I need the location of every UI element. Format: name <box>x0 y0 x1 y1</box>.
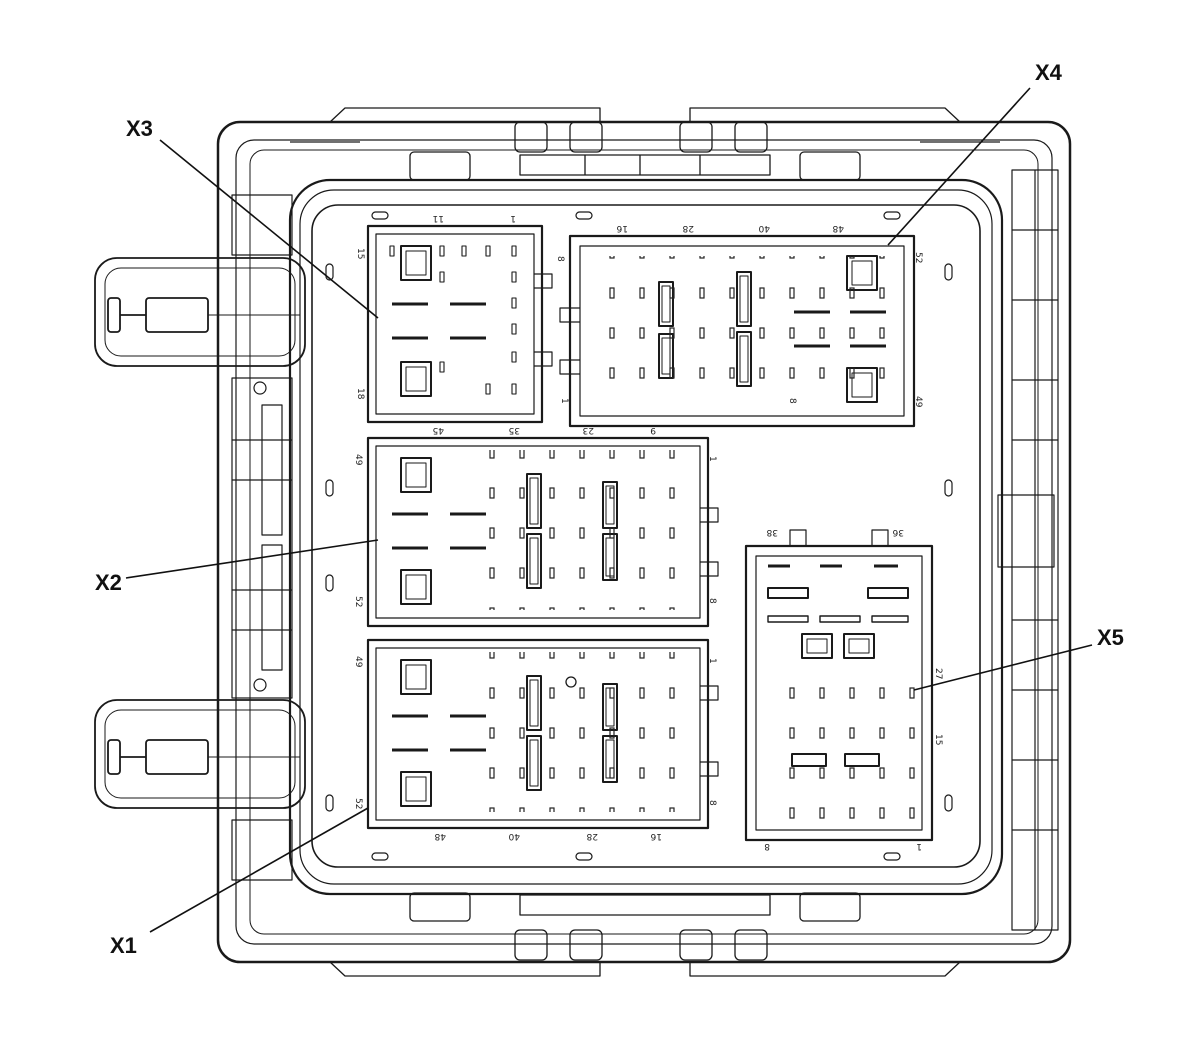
x2-pin-49: 49 <box>353 454 363 466</box>
pin-number-labels: 11 1 15 18 8 16 28 40 48 52 49 1 8 45 35… <box>353 213 943 851</box>
connector-x3 <box>366 224 553 424</box>
x2-pin-8: 8 <box>707 598 717 604</box>
x4-pin-40: 40 <box>758 223 770 233</box>
x3-pin-11: 11 <box>433 213 444 223</box>
callout-x2: X2 <box>95 570 122 595</box>
x4-pin-16: 16 <box>616 223 628 233</box>
tray-latch-slots <box>325 211 953 861</box>
connector-x2 <box>366 436 719 628</box>
x2-pin-52: 52 <box>353 596 363 607</box>
x1-pin-16: 16 <box>650 831 662 841</box>
x4-pin-52: 52 <box>913 252 923 263</box>
x1-pin-40: 40 <box>508 831 520 841</box>
x4-pin-49: 49 <box>913 396 923 408</box>
x1-pin-28: 28 <box>586 831 598 841</box>
x2-pin-1: 1 <box>707 456 717 462</box>
x3-pin-15: 15 <box>355 248 365 259</box>
x5-pin-38: 38 <box>766 527 778 537</box>
x1-pin-8: 8 <box>707 800 717 806</box>
callout-x4: X4 <box>1035 60 1062 85</box>
connector-x5 <box>744 529 934 842</box>
x2-pin-45: 45 <box>433 425 444 435</box>
callout-leader-lines <box>125 87 1093 933</box>
x2-pin-23: 23 <box>583 425 594 435</box>
x3-pin-18: 18 <box>355 388 365 400</box>
x1-pin-1: 1 <box>707 658 717 664</box>
housing-outer-frame <box>216 120 1072 964</box>
right-side-ribs <box>997 169 1059 931</box>
x3-pin-8: 8 <box>555 256 565 262</box>
callout-x1: X1 <box>110 933 137 958</box>
x1-pin-48: 48 <box>434 831 446 841</box>
connector-x1 <box>366 638 719 830</box>
x5-pin-27: 27 <box>933 668 943 679</box>
callout-x3: X3 <box>126 116 153 141</box>
x4-pin-28: 28 <box>682 223 694 233</box>
left-mounting-bracket-top <box>94 257 306 367</box>
x4-pin-8: 8 <box>787 398 797 404</box>
housing-bottom-features <box>329 892 961 977</box>
callout-x5: X5 <box>1097 625 1124 650</box>
connector-x4 <box>559 234 916 428</box>
x4-pin-48: 48 <box>832 223 844 233</box>
x5-pin-1: 1 <box>916 841 922 851</box>
x4-pin-1: 1 <box>559 398 569 404</box>
x3-pin-1: 1 <box>510 213 516 223</box>
x2-pin-9: 9 <box>650 425 656 435</box>
x5-pin-36: 36 <box>892 527 904 537</box>
x1-pin-52: 52 <box>353 798 363 809</box>
inner-seal-tray <box>288 178 1004 896</box>
x1-pin-49: 49 <box>353 656 363 668</box>
x2-pin-35: 35 <box>509 425 520 435</box>
x5-pin-15: 15 <box>933 734 943 745</box>
x5-pin-8: 8 <box>764 841 770 851</box>
left-mounting-bracket-bottom <box>94 699 306 809</box>
left-side-ribs <box>231 194 293 881</box>
housing-top-features <box>290 107 1000 181</box>
